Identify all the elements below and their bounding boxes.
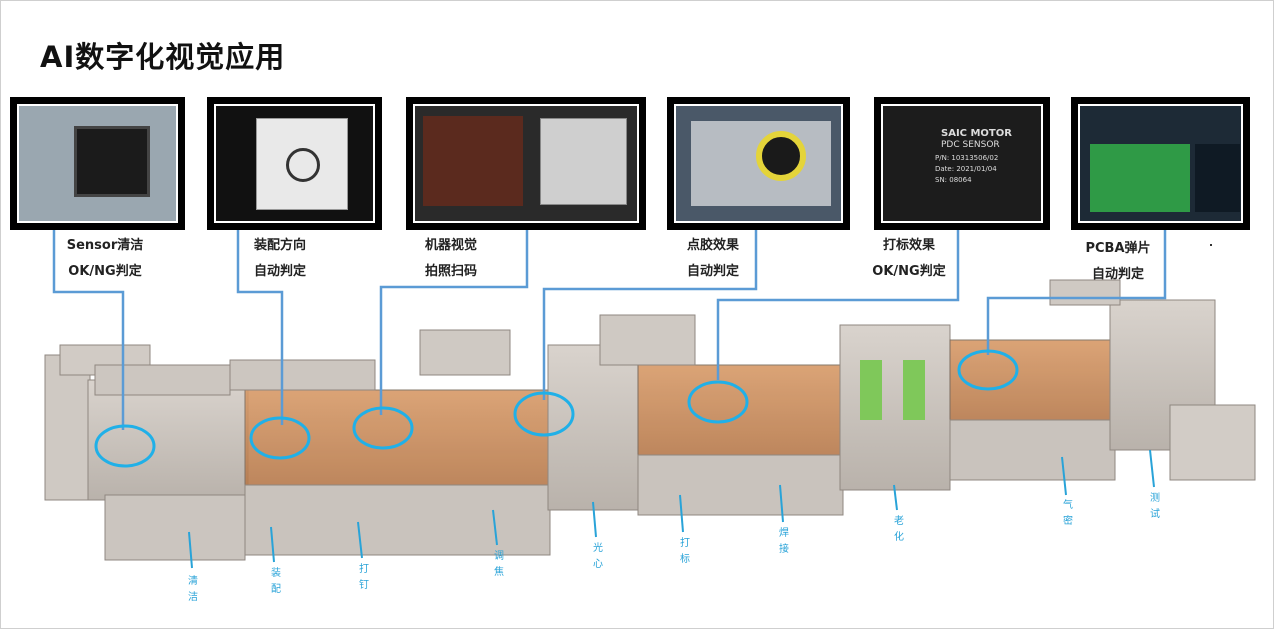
caption-dispensing: 点胶效果 自动判定 (686, 238, 739, 279)
station-label-focus: 调焦 (494, 551, 504, 578)
sensor-chip-image (74, 126, 150, 197)
panel-pcba-photo (1071, 97, 1250, 230)
panel-dispensing-photo (667, 97, 850, 230)
label-pn: P/N: 10313506/02 (935, 154, 999, 162)
station-label-testing: 测试 (1150, 493, 1160, 520)
caption-assembly-direction: 装配方向 自动判定 (253, 238, 306, 279)
station-label-optical-center: 光心 (593, 543, 603, 570)
decorative-dot (1210, 244, 1212, 246)
target-ring-icon (286, 148, 320, 182)
pcb-image (540, 118, 627, 205)
software-screen-image (1090, 144, 1190, 212)
camera-image (423, 116, 523, 206)
station-label-air-tightness: 气密 (1063, 500, 1073, 527)
label-sn: SN: 08064 (935, 176, 972, 184)
station-label-aging: 老化 (894, 516, 904, 543)
panel-marking-photo: SAIC MOTOR PDC SENSOR P/N: 10313506/02 D… (874, 97, 1050, 230)
station-label-welding: 焊接 (779, 528, 789, 555)
label-brand: SAIC MOTOR (941, 128, 1012, 139)
caption-pcba: PCBA弹片 自动判定 (1085, 241, 1151, 282)
panel-assembly-direction-photo (207, 97, 382, 230)
caption-machine-vision: 机器视觉 拍照扫码 (424, 238, 477, 279)
software-panel-image (1195, 144, 1240, 212)
panel-machine-vision-photo (406, 97, 646, 230)
station-label-assemble: 装配 (271, 568, 281, 595)
caption-sensor-clean: Sensor清洁 OK/NG判定 (66, 238, 144, 279)
station-label-screw: 打钉 (359, 564, 369, 591)
station-label-marking: 打标 (680, 538, 690, 565)
glue-ring-icon (756, 131, 806, 181)
page-title: AI数字化视觉应用 (40, 40, 286, 74)
label-date: Date: 2021/01/04 (935, 165, 997, 173)
panel-sensor-clean-photo (10, 97, 185, 230)
label-product: PDC SENSOR (941, 140, 1000, 150)
station-label-clean: 清洁 (188, 576, 198, 603)
caption-marking: 打标效果 OK/NG判定 (872, 238, 946, 279)
